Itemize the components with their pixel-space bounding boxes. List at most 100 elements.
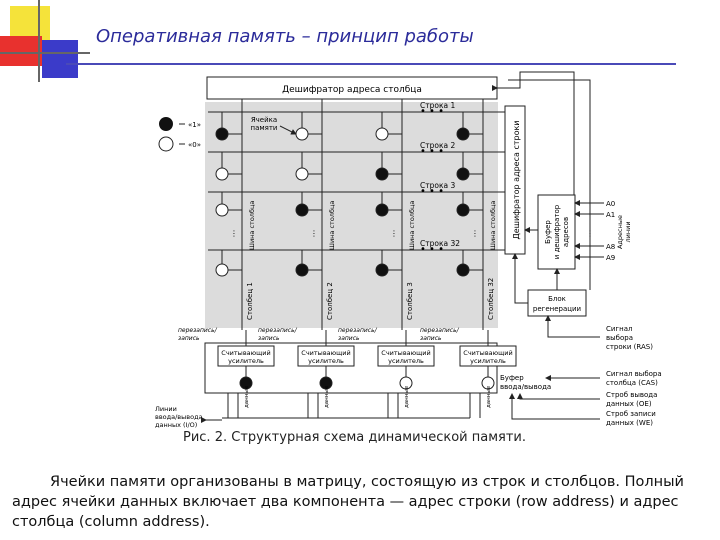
rewrite-label-1: перезапись/ xyxy=(420,327,460,334)
memory-cell xyxy=(375,127,389,141)
legend-one-circle xyxy=(159,117,173,131)
memory-cell xyxy=(456,263,470,277)
cas-label-1: Сигнал выбора xyxy=(606,370,662,378)
address-ellipsis: ⋮ xyxy=(586,229,594,238)
memory-cell xyxy=(215,127,229,141)
memory-cell xyxy=(215,167,229,181)
sense-amplifier-label: усилитель xyxy=(228,357,264,365)
column-label-3: Столбец 3 xyxy=(406,282,414,320)
memory-cell xyxy=(295,263,309,277)
address-lines-label-2: линии xyxy=(624,221,632,242)
body-paragraph: Ячейки памяти организованы в матрицу, со… xyxy=(12,472,712,532)
column-bus-label-2: Шина столбца xyxy=(328,201,336,250)
data-label: данные xyxy=(324,385,330,408)
data-label: данные xyxy=(486,385,492,408)
we-label-2: данных (WE) xyxy=(606,419,653,427)
io-buffer-cell xyxy=(319,376,333,390)
sense-amplifier-label: усилитель xyxy=(388,357,424,365)
cas-label-2: столбца (CAS) xyxy=(606,379,658,387)
address-input-label-A9: A9 xyxy=(606,254,615,262)
we-label-1: Строб записи xyxy=(606,410,656,418)
oe-line xyxy=(517,393,600,400)
legend-one-label: «1» xyxy=(188,121,201,129)
row-label-32: Строка 32 xyxy=(420,239,460,248)
refresh-block-label-2: регенерации xyxy=(533,305,581,313)
decoder-feed-line-2 xyxy=(508,79,591,290)
row-label-3: Строка 3 xyxy=(420,181,455,190)
cell-label-pointer xyxy=(279,125,297,135)
column-bus-label-3: Шина столбца xyxy=(408,201,416,250)
oe-label-1: Строб вывода xyxy=(606,391,657,399)
refresh-left-line xyxy=(512,253,528,304)
address-buffer-label-1: Буфер xyxy=(544,220,552,244)
column-label-1: Столбец 1 xyxy=(246,282,254,320)
refresh-block-box xyxy=(527,289,587,317)
row-ellipsis: • • • xyxy=(420,244,444,255)
we-line xyxy=(509,393,600,420)
rewrite-label-1: перезапись/ xyxy=(178,327,218,334)
title-underline xyxy=(66,63,676,65)
refresh-block-label-1: Блок xyxy=(548,295,566,303)
body-text: Ячейки памяти организованы в матрицу, со… xyxy=(12,474,684,530)
rewrite-label-2: запись xyxy=(178,335,200,342)
io-buffer-cell xyxy=(239,376,253,390)
memory-cell xyxy=(295,127,309,141)
column-bus-label-1: Шина столбца xyxy=(248,201,256,250)
sense-amplifier-label: Считывающий xyxy=(221,349,270,357)
legend-zero-circle xyxy=(158,136,174,152)
sense-amplifier-label: усилитель xyxy=(308,357,344,365)
decor-vertical-line xyxy=(38,0,40,82)
rewrite-label-1: перезапись/ xyxy=(338,327,378,334)
io-lines-label-3: данных (I/O) xyxy=(155,421,197,429)
address-lines-label-1: Адресные xyxy=(616,215,624,249)
memory-cell xyxy=(375,203,389,217)
row-ellipsis: • • • xyxy=(420,146,444,157)
column-label-4: Столбец 32 xyxy=(487,278,495,320)
rewrite-label-2: запись xyxy=(258,335,280,342)
io-lines-label-1: Линии xyxy=(155,405,177,413)
ras-line xyxy=(545,315,600,338)
row-decoder-label: Дешифратор адреса строки xyxy=(512,120,521,239)
column-decoder-label: Дешифратор адреса столбца xyxy=(282,85,422,95)
cell-label-line1: Ячейка xyxy=(251,116,277,124)
address-input-label-A8: A8 xyxy=(606,243,615,251)
matrix-background xyxy=(205,102,498,328)
io-buffer-cell xyxy=(399,376,413,390)
address-buffer-label-3: адресов xyxy=(562,217,570,247)
sense-amplifier-label: Считывающий xyxy=(381,349,430,357)
data-label: данные xyxy=(244,385,250,408)
memory-cell xyxy=(295,203,309,217)
oe-label-2: данных (OE) xyxy=(606,400,652,408)
memory-cell xyxy=(456,127,470,141)
io-buffer-cell xyxy=(481,376,495,390)
address-buffer-box xyxy=(537,194,576,270)
memory-cell xyxy=(215,263,229,277)
decor-red-square xyxy=(0,36,42,66)
column-label-2: Столбец 2 xyxy=(326,282,334,320)
rewrite-label-1: перезапись/ xyxy=(258,327,298,334)
address-buffer-label-2: и дешифратор xyxy=(553,204,561,259)
column-ellipsis: ⋮ xyxy=(390,229,398,238)
memory-cell xyxy=(215,203,229,217)
rewrite-label-2: запись xyxy=(338,335,360,342)
row-label-1: Строка 1 xyxy=(420,101,455,110)
cell-label-line2: памяти xyxy=(251,124,278,132)
decor-horizontal-line xyxy=(0,52,90,54)
memory-cell xyxy=(456,203,470,217)
ras-label-2: выбора xyxy=(606,334,633,342)
column-bus-label-4: Шина столбца xyxy=(489,201,497,250)
address-input-label-A0: A0 xyxy=(606,200,615,208)
slide-title: Оперативная память – принцип работы xyxy=(96,26,474,47)
sense-amplifier-label: Считывающий xyxy=(463,349,512,357)
decor-blue-square xyxy=(42,40,78,78)
io-lines-label-2: ввода/вывода xyxy=(155,413,203,421)
row-ellipsis: • • • xyxy=(420,106,444,117)
sense-amplifier-label: усилитель xyxy=(470,357,506,365)
ras-label-3: строки (RAS) xyxy=(606,343,653,351)
rewrite-label-2: запись xyxy=(420,335,442,342)
io-buffer-label-2: ввода/вывода xyxy=(500,383,551,391)
legend-zero-label: «0» xyxy=(188,141,201,149)
sense-amplifier-section: перезапись/записьСчитывающийусилительдан… xyxy=(178,327,517,419)
column-ellipsis: ⋮ xyxy=(310,229,318,238)
